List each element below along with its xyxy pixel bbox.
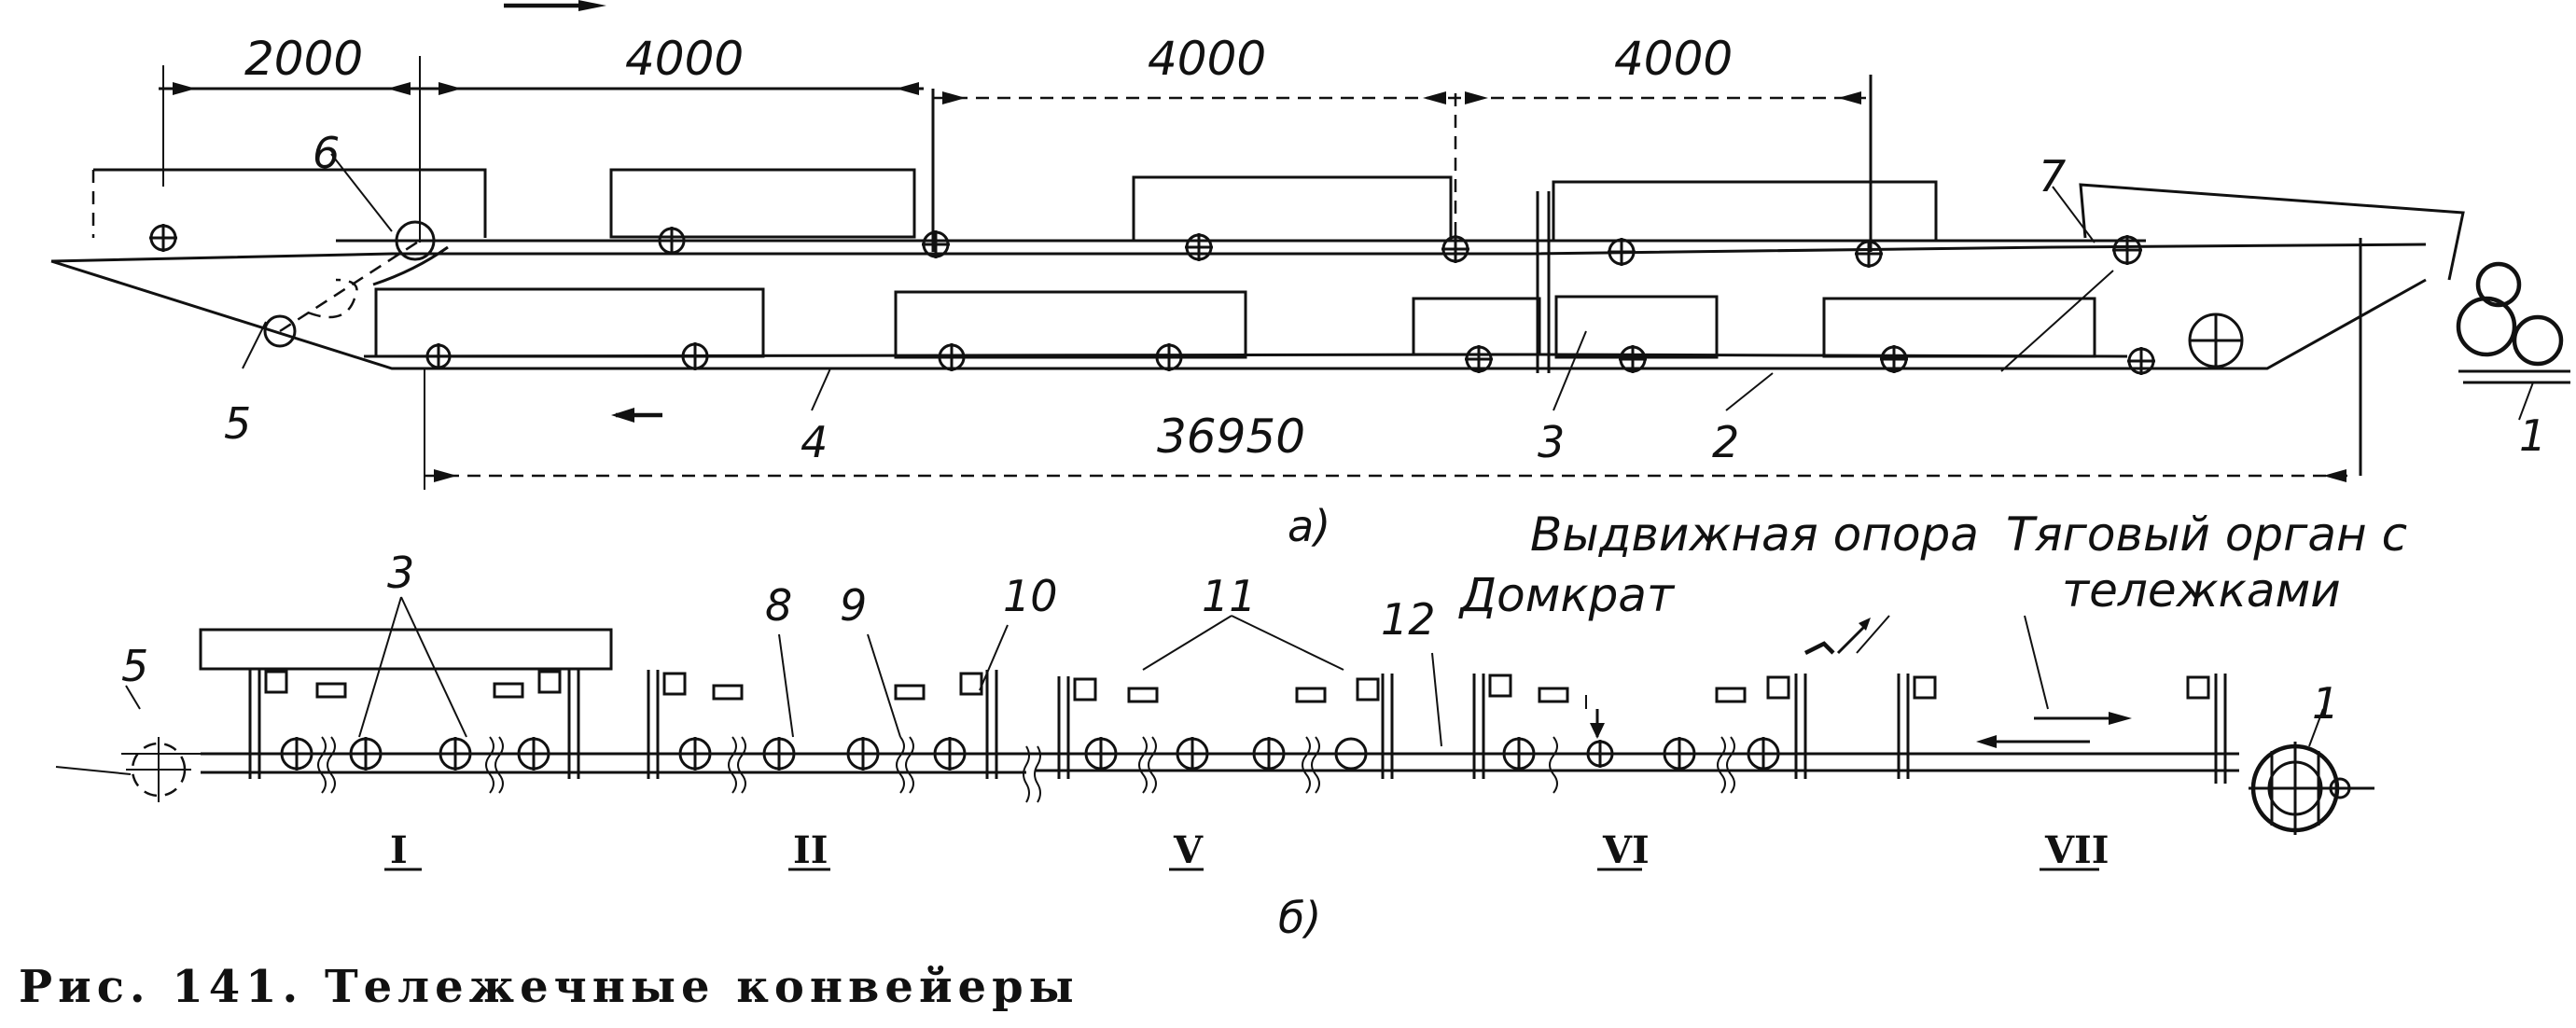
callout-11-b: 11 (1202, 571, 1257, 621)
callout-3-b: 3 (387, 548, 414, 598)
drive-station-a (2359, 238, 2570, 476)
wheels-a (149, 224, 2244, 375)
load-platform-b (199, 628, 613, 671)
dim-2000: 2000 (244, 32, 363, 86)
tail-sprocket-b (126, 737, 191, 802)
traction-label-line1: Тяговый орган с (2006, 507, 2407, 562)
tail-sprocket-a (263, 220, 449, 348)
callout-4-a: 4 (801, 417, 828, 467)
figure-caption: Рис. 141. Тележечные конвейеры (19, 961, 1079, 1013)
dim-4000-1: 4000 (625, 32, 744, 86)
dim-36950-line (424, 368, 2356, 490)
return-direction-arrow (611, 408, 634, 423)
dim-36950: 36950 (1157, 410, 1305, 464)
section-VI: VI (1602, 828, 1650, 872)
section-V: V (1173, 828, 1204, 872)
callout-1-a: 1 (2519, 410, 2546, 461)
direction-arrow-head (578, 0, 606, 11)
traction-direction-arrows (1976, 712, 2132, 748)
callout-2-a: 2 (1712, 417, 1739, 467)
callout-5-b: 5 (121, 641, 148, 691)
callout-1-b: 1 (2312, 678, 2339, 729)
callout-12-b: 12 (1381, 594, 1436, 645)
callout-10-b: 10 (1003, 571, 1058, 621)
couplings-b (317, 736, 1735, 803)
upper-carts (91, 168, 2465, 281)
figure-a: 2000 4000 4000 4000 (50, 0, 2570, 551)
lower-carts (374, 287, 2096, 359)
chain-track-b (55, 752, 2239, 775)
support-label: Выдвижная опора (1530, 507, 1979, 562)
support-marker-b (1803, 618, 1871, 656)
wheels-b (280, 737, 1780, 771)
dim-4000-2: 4000 (1148, 32, 1266, 86)
callout-5-a: 5 (224, 398, 251, 449)
callout-3-a: 3 (1538, 417, 1565, 467)
callout-8-b: 8 (765, 580, 792, 631)
callout-6-a: 6 (313, 128, 340, 178)
drive-sprocket-b (2249, 742, 2374, 835)
dimension-row-top (159, 56, 1873, 252)
dim-4000-3: 4000 (1614, 32, 1733, 86)
panel-label-a: a) (1288, 501, 1330, 551)
callout-leaders-a (242, 153, 2534, 421)
callout-9-b: 9 (840, 580, 867, 631)
conveyor-frame (50, 191, 2427, 373)
jack-b (1585, 695, 1605, 739)
traction-label-line2: тележками (2062, 563, 2341, 618)
jack-label: Домкрат (1458, 568, 1676, 622)
panel-label-b: б) (1278, 893, 1321, 943)
section-VII: VII (2044, 828, 2109, 872)
callout-leaders-b (125, 596, 2324, 747)
section-I: I (390, 828, 408, 872)
figure-b: 3 5 8 9 10 11 12 1 I II V VI VII Выдвижн… (55, 507, 2407, 943)
callout-7-a: 7 (2039, 151, 2066, 201)
section-II: II (793, 828, 828, 872)
carts-b (248, 669, 2227, 784)
